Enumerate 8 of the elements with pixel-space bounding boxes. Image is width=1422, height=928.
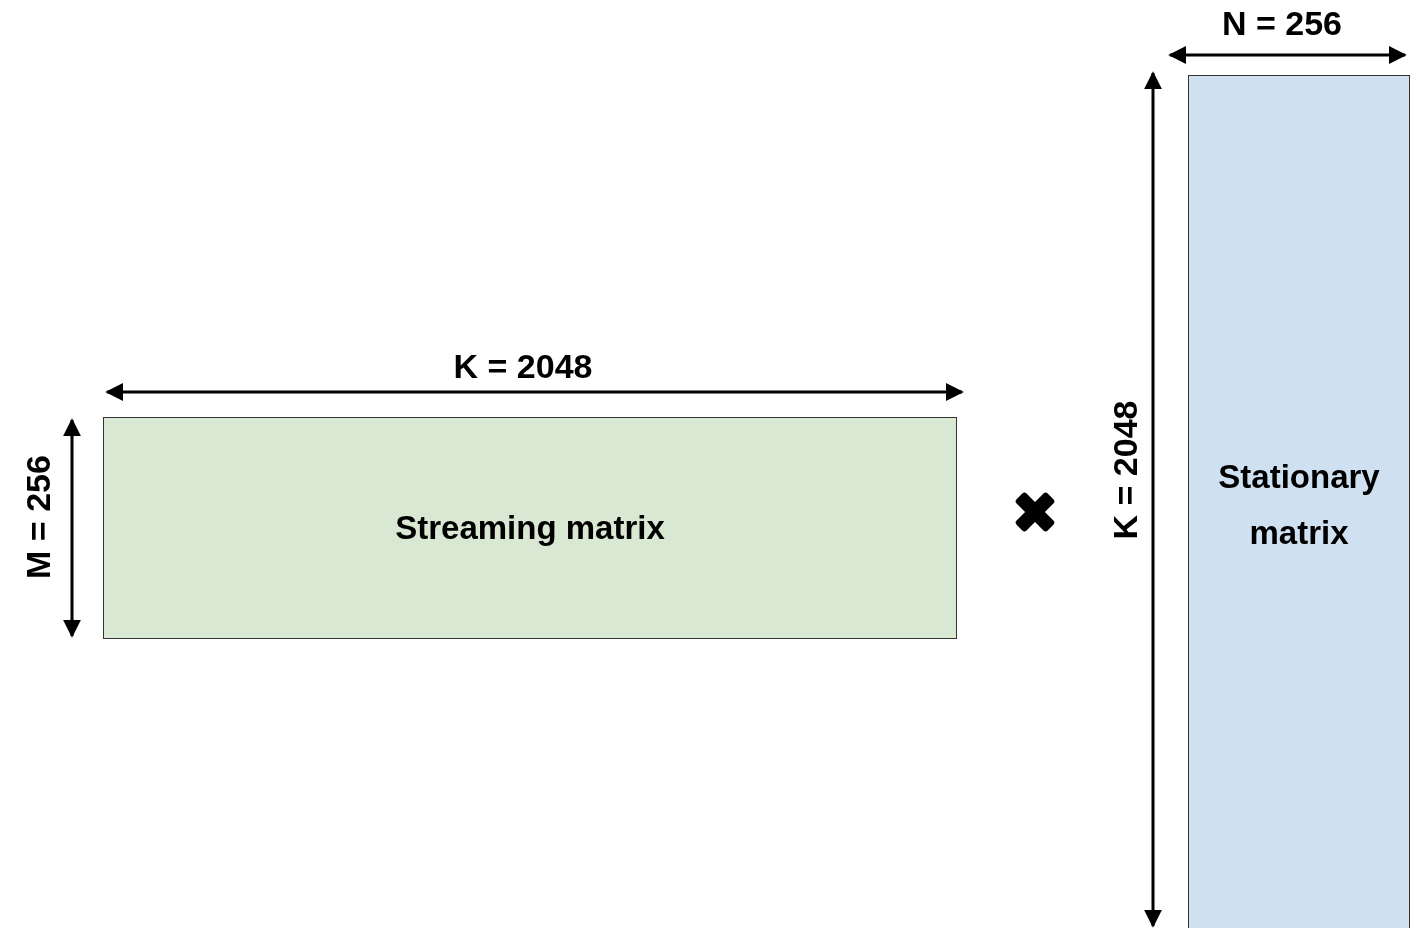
matrix-label: Streaming matrix: [395, 507, 665, 548]
dimension-label: N = 256: [1222, 3, 1342, 43]
dimension-label: K = 2048: [1105, 400, 1145, 540]
matrix-box: [1188, 75, 1410, 928]
matrix-label: Stationary matrix: [1217, 456, 1381, 553]
dimension-label: K = 2048: [453, 346, 593, 386]
matrix-box: [103, 417, 957, 639]
dimension-label: M = 256: [18, 455, 58, 579]
